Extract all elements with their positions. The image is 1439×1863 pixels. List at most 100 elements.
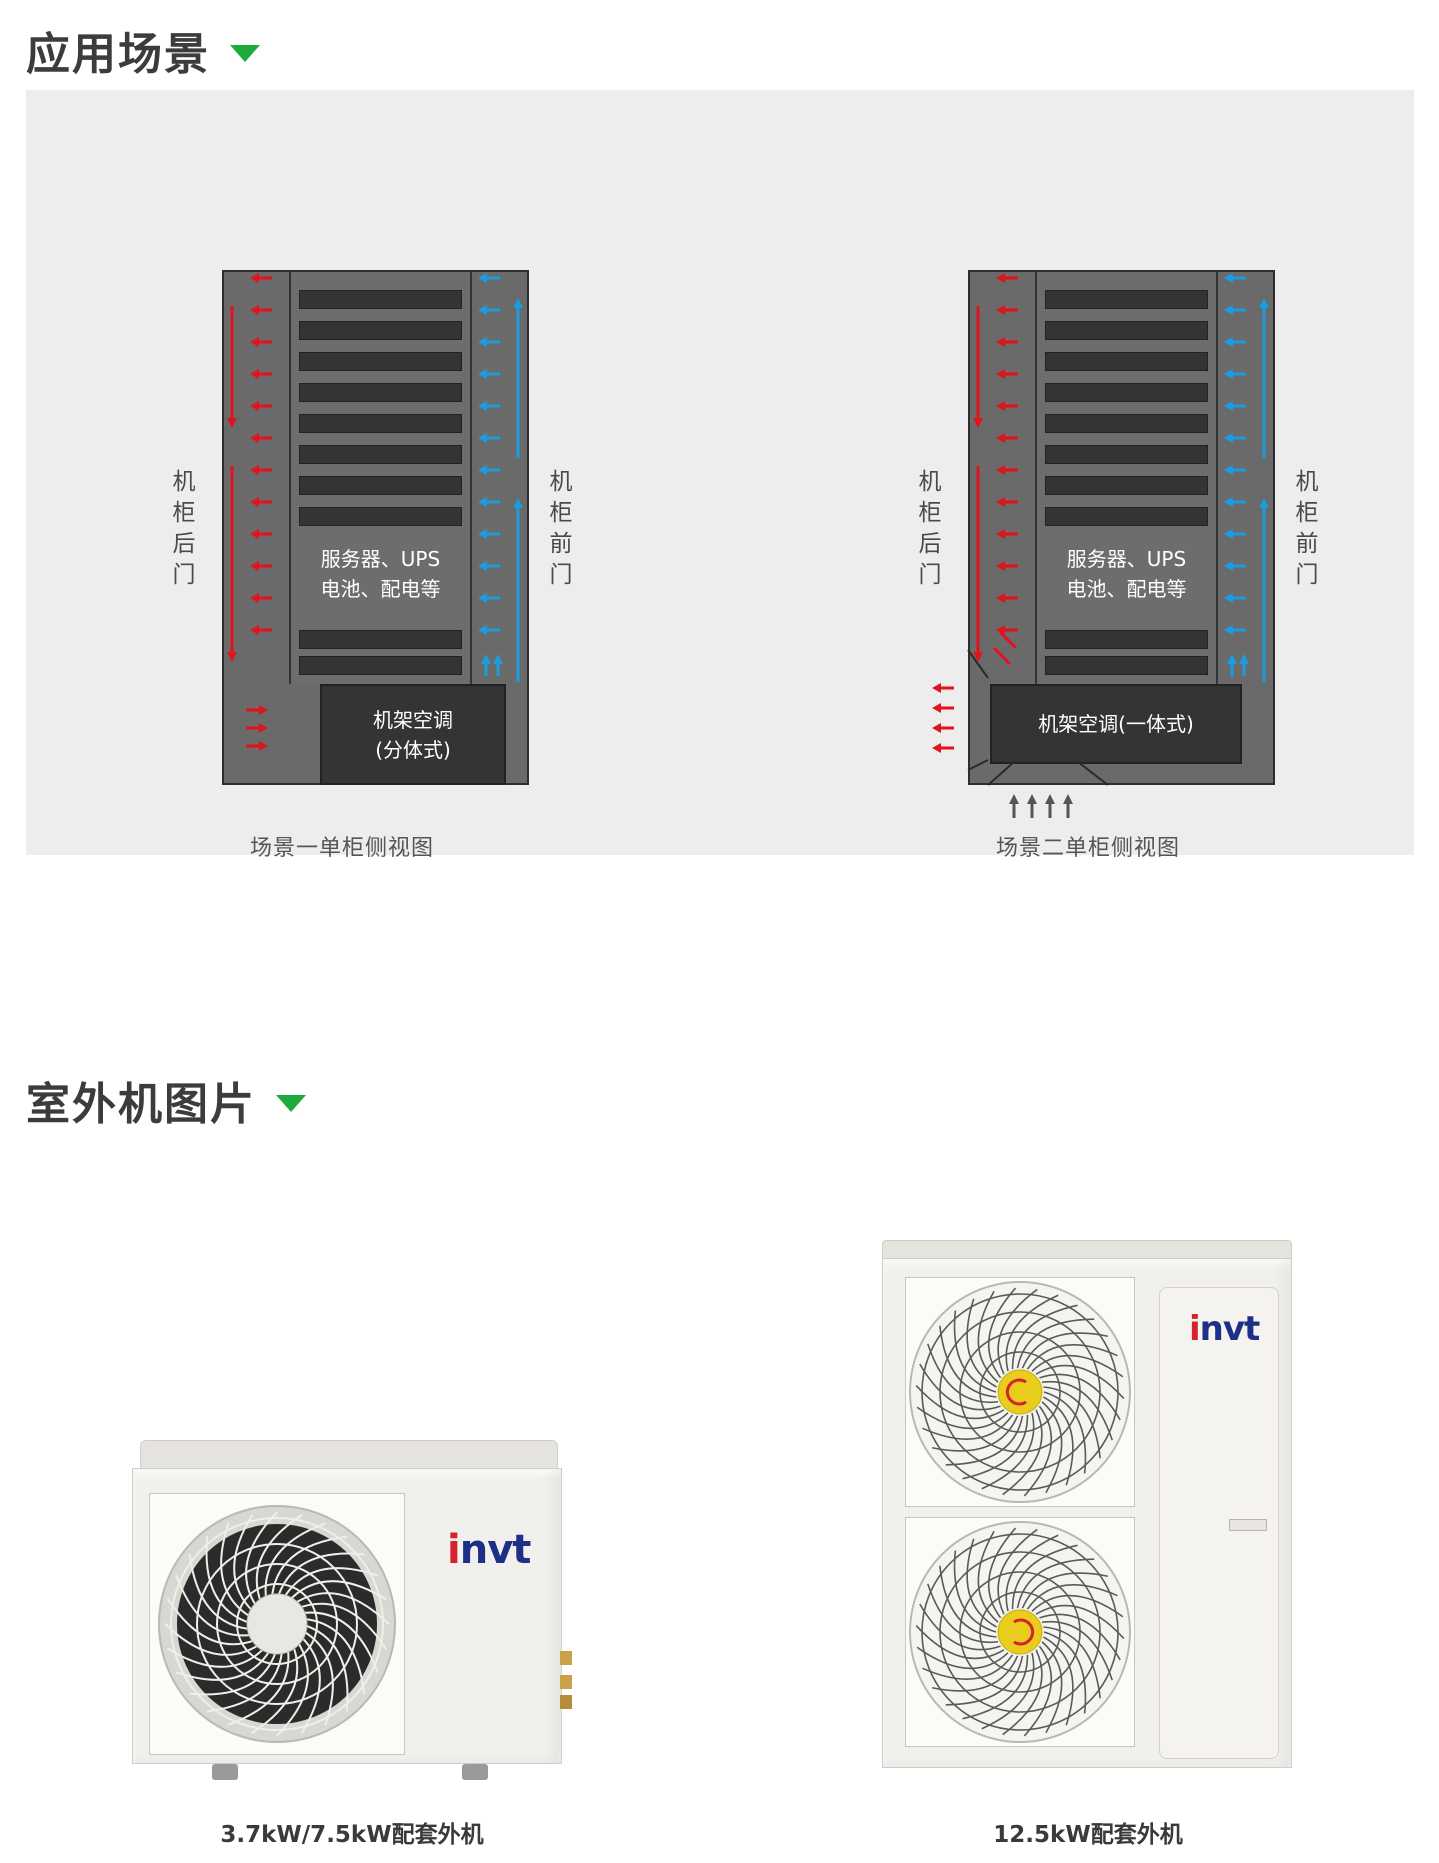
fan-guard-wire xyxy=(1035,1604,1125,1640)
cold-air-arrow-left-icon xyxy=(478,305,487,315)
door-char: 后 xyxy=(172,531,196,557)
scene1-rack-ac-box: 机架空调 (分体式) xyxy=(320,684,506,785)
server-slot xyxy=(299,321,462,340)
door-char: 门 xyxy=(918,562,942,588)
fan-guard-wire xyxy=(966,1298,997,1388)
cold-air-arrow-up-icon xyxy=(513,498,523,508)
scene1-rack-label-1: 服务器、UPS xyxy=(320,547,441,571)
hot-air-arrow-right-icon xyxy=(259,723,268,733)
scene1-cabinet: 服务器、UPS 电池、配电等 机架空调 (分体式) xyxy=(222,270,529,785)
server-slot xyxy=(299,352,462,371)
fan-guard-wire xyxy=(297,1633,321,1734)
scene2-front-door-label: 机 柜 前 门 xyxy=(1293,467,1321,591)
valve-connector-icon xyxy=(560,1651,572,1709)
duct-line xyxy=(1077,761,1109,786)
door-char: 柜 xyxy=(918,500,942,526)
unit-body: invt xyxy=(882,1258,1292,1768)
scene1-rack: 服务器、UPS 电池、配电等 xyxy=(289,272,472,684)
server-slot xyxy=(299,414,462,433)
hot-air-arrow-left-icon xyxy=(250,465,259,475)
fan-guard-wire xyxy=(1039,1373,1121,1421)
fan-guard-wire xyxy=(291,1592,390,1625)
fan-guard-wire xyxy=(233,1514,257,1615)
door-char: 机 xyxy=(1295,469,1319,495)
fan-guard-wire xyxy=(205,1536,254,1625)
scene1-ac-label-2: (分体式) xyxy=(375,737,451,762)
fan-grille xyxy=(149,1493,405,1755)
fan-guard-wire xyxy=(276,1638,309,1737)
cold-air-arrow-left-icon xyxy=(1224,273,1233,283)
cold-air-arrow-left-icon xyxy=(1224,337,1233,347)
exhaust-arrow-left-icon xyxy=(932,723,941,733)
scene1-airflow-arrows xyxy=(227,273,523,751)
intake-arrow-up-icon xyxy=(1027,794,1037,804)
hot-air-arrow-left-icon xyxy=(996,593,1005,603)
unit-body: invt xyxy=(132,1468,562,1764)
fan-guard-wire xyxy=(245,1511,278,1610)
fan-guard-wire xyxy=(1005,1294,1059,1372)
door-char: 前 xyxy=(1295,531,1319,557)
cold-air-arrow-left-icon xyxy=(478,433,487,443)
duct-line xyxy=(987,761,1015,786)
cold-air-arrow-up-icon xyxy=(513,298,523,308)
fan-guard-wire xyxy=(922,1414,1014,1440)
fan-guard-ring xyxy=(979,1351,1061,1433)
cold-air-arrow-up-icon xyxy=(1259,498,1269,508)
fan-guard-wire xyxy=(1043,1391,1087,1474)
fan-guard-wire xyxy=(1011,1304,1078,1370)
fan-guard-wire xyxy=(270,1535,348,1601)
hot-air-arrow-diagonal-icon xyxy=(998,630,1018,650)
fan-guard-wire xyxy=(1031,1354,1124,1378)
door-char: 柜 xyxy=(549,500,573,526)
server-slot xyxy=(299,630,462,649)
cold-air-arrow-left-icon xyxy=(478,401,487,411)
door-char: 门 xyxy=(1295,562,1319,588)
fan-guard-wire xyxy=(945,1655,1024,1706)
scene2-rack: 服务器、UPS 电池、配电等 xyxy=(1035,272,1218,684)
unit-top-cover xyxy=(882,1240,1292,1260)
fan-guard-wire xyxy=(919,1363,1001,1411)
cold-air-arrow-left-icon xyxy=(478,337,487,347)
fan-guard-wire xyxy=(1026,1344,1118,1370)
cold-air-arrow-left-icon xyxy=(478,561,487,571)
fan-guard-wire xyxy=(1041,1620,1113,1681)
unit-foot xyxy=(212,1764,238,1780)
cold-air-arrow-left-icon xyxy=(1224,433,1233,443)
product-large-outdoor-unit: invt xyxy=(882,1240,1294,1770)
fan-guard-wire xyxy=(953,1550,997,1633)
server-slot xyxy=(299,445,462,464)
server-slot xyxy=(1045,476,1208,495)
server-slot xyxy=(1045,414,1208,433)
hot-air-arrow-right-icon xyxy=(259,705,268,715)
cold-air-arrow-left-icon xyxy=(1224,561,1233,571)
door-char: 机 xyxy=(549,469,573,495)
fan-guard-ring xyxy=(939,1551,1101,1713)
hot-air-arrow-left-icon xyxy=(250,529,259,539)
cold-air-arrow-left-icon xyxy=(1224,625,1233,635)
fan-guard-wire xyxy=(164,1623,263,1656)
fan-guard-wire xyxy=(927,1583,999,1644)
server-slot xyxy=(299,290,462,309)
door-char: 机 xyxy=(172,469,196,495)
fan-guard-wire xyxy=(264,1522,327,1603)
cold-air-arrow-left-icon xyxy=(478,593,487,603)
fan-guard-wire xyxy=(1023,1645,1053,1737)
server-slot xyxy=(299,507,462,526)
server-slot xyxy=(299,656,462,675)
fan-guard-wire xyxy=(1043,1631,1087,1714)
server-slot xyxy=(1045,445,1208,464)
fan-guard-wire xyxy=(915,1384,1005,1420)
panel-handle xyxy=(1229,1519,1267,1531)
product-large-caption: 12.5kW配套外机 xyxy=(993,1822,1183,1848)
server-slot xyxy=(1045,656,1208,675)
fan-guard-wire xyxy=(175,1646,273,1681)
intake-arrow-up-icon xyxy=(1063,794,1073,804)
fan-guard-wire xyxy=(1041,1401,1063,1494)
scene1-rear-door-label: 机 柜 后 门 xyxy=(170,467,198,591)
fan-guard-wire xyxy=(981,1412,1035,1490)
fan-guard-wire xyxy=(916,1646,1009,1670)
server-slot xyxy=(1045,630,1208,649)
fan-guard-wire xyxy=(962,1654,1029,1720)
fan-guard-wire xyxy=(932,1415,1019,1452)
hot-air-arrow-down-icon xyxy=(973,652,983,662)
